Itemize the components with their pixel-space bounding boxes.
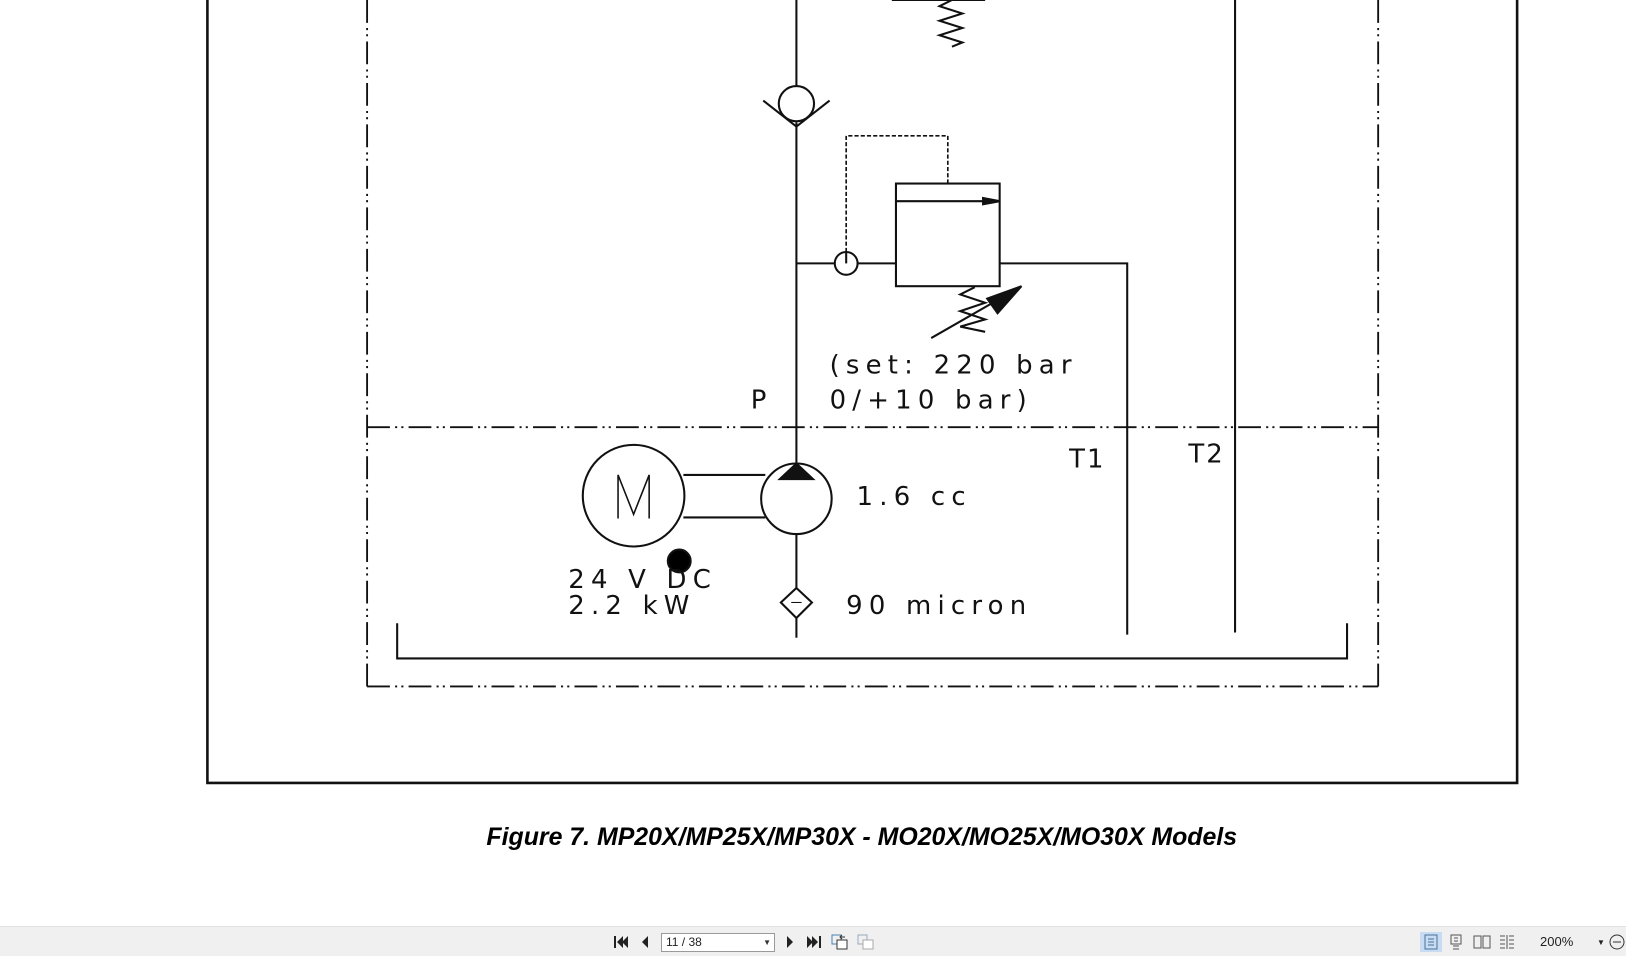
- motor-icon: [581, 443, 686, 548]
- last-page-button[interactable]: [805, 932, 823, 952]
- relief-setting-line1: (set: 220 bar: [830, 350, 1078, 380]
- zoom-level[interactable]: 200%: [1540, 934, 1574, 949]
- previous-page-icon: [642, 936, 648, 948]
- filter-label: 90 micron: [846, 591, 1032, 621]
- unit-boundary: [366, 0, 1380, 690]
- pdf-toolbar: 11 / 38 ▼ 200% ▼: [0, 926, 1626, 956]
- next-page-icon: [787, 936, 793, 948]
- next-page-button[interactable]: [782, 932, 798, 952]
- relief-setting-line2: 0/+10 bar): [830, 386, 1033, 416]
- facing-icon: [1473, 935, 1491, 949]
- check-valve-ball: [777, 85, 816, 123]
- return-line-t1: [999, 262, 1129, 635]
- go-back-icon: [831, 934, 848, 950]
- first-page-button[interactable]: [612, 932, 630, 952]
- page-indicator: 11 / 38: [666, 935, 702, 949]
- marker-dot: [666, 548, 692, 574]
- adjustable-spring-icon: [956, 286, 989, 333]
- go-forward-button[interactable]: [857, 932, 875, 952]
- motor-voltage-label: 24 V DC: [568, 565, 717, 595]
- figure-caption: Figure 7. MP20X/MP25X/MP30X - MO20X/MO25…: [486, 823, 1237, 851]
- motor-power-label: 2.2 kW: [568, 591, 695, 621]
- facing-view-button[interactable]: [1472, 932, 1492, 952]
- port-p-label: P: [751, 386, 773, 416]
- page-number-input[interactable]: 11 / 38 ▼: [661, 933, 775, 952]
- go-back-button[interactable]: [831, 932, 849, 952]
- pilot-line: [845, 135, 949, 252]
- first-page-icon: [614, 936, 628, 948]
- continuous-icon: [1450, 934, 1462, 950]
- continuous-facing-icon: [1500, 935, 1514, 949]
- tank-icon: [396, 623, 1349, 660]
- figure-frame: [206, 0, 1519, 785]
- continuous-view-button[interactable]: [1446, 932, 1466, 952]
- relief-valve-body: [894, 182, 1001, 288]
- zoom-out-button[interactable]: [1608, 932, 1626, 952]
- single-page-icon: [1424, 934, 1438, 950]
- port-t1-label: T1: [1068, 445, 1105, 475]
- continuous-facing-view-button[interactable]: [1497, 932, 1517, 952]
- zoom-out-icon: [1609, 934, 1625, 950]
- single-page-view-button[interactable]: [1420, 932, 1442, 952]
- spring-icon: [891, 0, 986, 48]
- port-t2-label: T2: [1187, 439, 1224, 469]
- zoom-dropdown-button[interactable]: ▼: [1597, 937, 1605, 947]
- pump-displacement-label: 1.6 cc: [857, 482, 972, 512]
- page-dropdown-icon[interactable]: ▼: [763, 938, 771, 947]
- document-page: (set: 220 bar 0/+10 bar) P T1 T2 M 24 V …: [206, 0, 1519, 851]
- previous-page-button[interactable]: [637, 932, 653, 952]
- go-forward-icon: [857, 934, 874, 950]
- last-page-icon: [807, 936, 821, 948]
